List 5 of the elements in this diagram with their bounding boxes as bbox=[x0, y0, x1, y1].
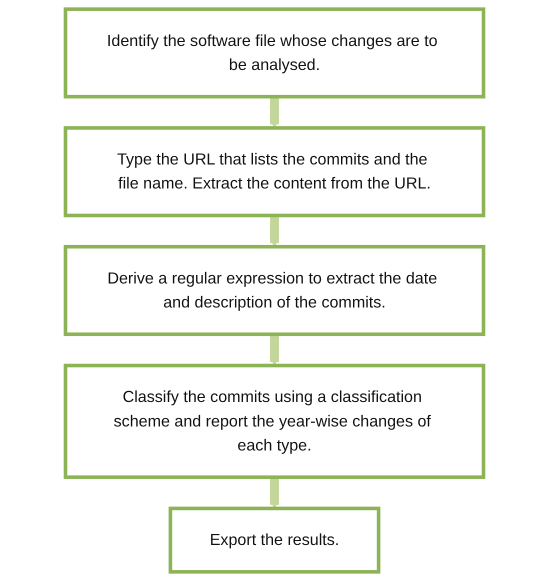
node-box: Type the URL that lists the commits and the file name. Extract the content from the URL. bbox=[64, 126, 486, 218]
node-box: Identify the software file whose changes are to be analysed. bbox=[64, 7, 486, 98]
node-box: Export the results. bbox=[168, 506, 380, 574]
node-box: Classify the commits using a classification scheme and report the year-wise changes of each type. bbox=[64, 364, 486, 479]
node-box: Derive a regular expression to extract the date and description of the commits. bbox=[64, 244, 486, 336]
